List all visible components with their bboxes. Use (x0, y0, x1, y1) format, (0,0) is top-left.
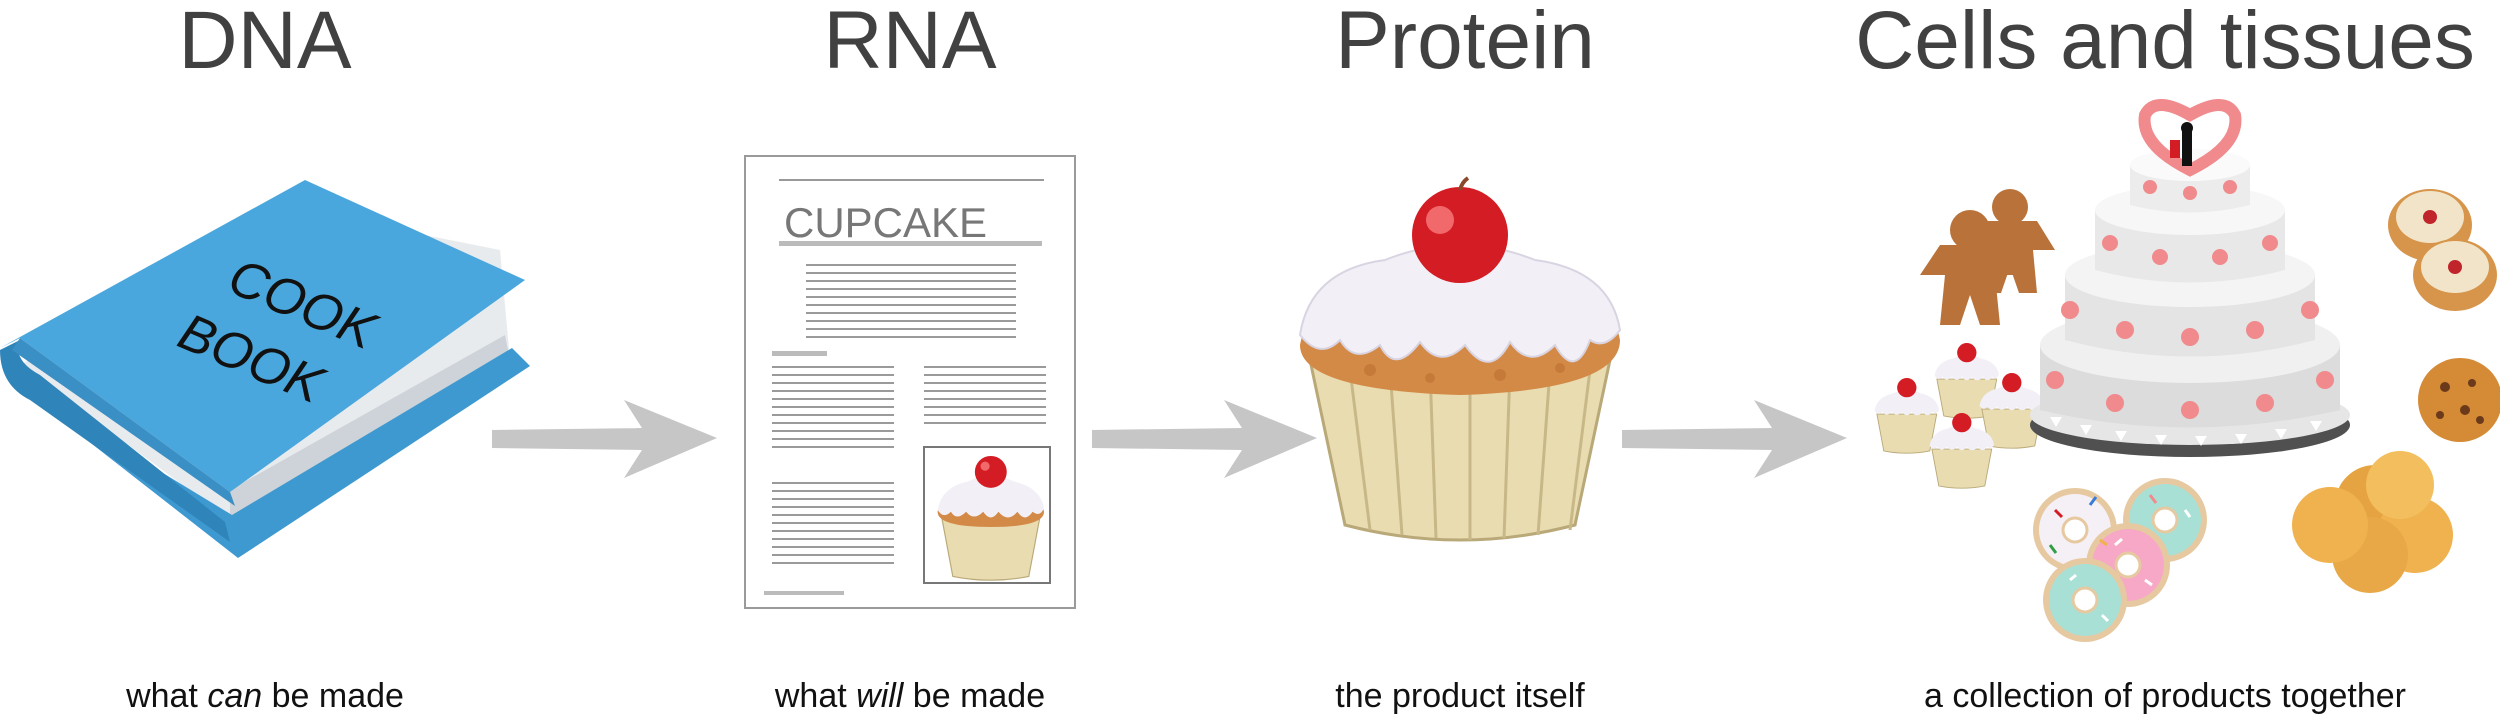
caption-dna-pre: what (126, 677, 208, 715)
caption-cells-tissues-text: a collection of products together (1924, 677, 2406, 715)
stage-title-protein: Protein (1335, 0, 1595, 86)
cook-book-icon: COOK BOOK (0, 180, 530, 558)
caption-protein-text: the product itself (1335, 677, 1585, 715)
caption-dna: what can be made (60, 676, 470, 716)
caption-rna-post: be made (903, 677, 1046, 715)
caption-rna-em: will (856, 677, 904, 715)
caption-rna-pre: what (774, 677, 857, 715)
stage-title-rna: RNA (823, 0, 997, 86)
arrow-right-icon (1622, 400, 1847, 478)
small-cupcakes-icon (1874, 342, 2044, 489)
arrow-right-icon (1092, 400, 1317, 478)
stage-title-dna: DNA (178, 0, 352, 86)
stage-title-cells-tissues: Cells and tissues (1855, 0, 2475, 86)
recipe-sheet-icon: CUPCAKE (744, 155, 1076, 609)
cookie-icon (2418, 358, 2500, 442)
caption-protein: the product itself (1260, 676, 1660, 716)
caption-dna-post: be made (262, 677, 404, 715)
recipe-heading: CUPCAKE (784, 199, 987, 246)
sprinkle-donuts-icon (2292, 451, 2453, 593)
gingerbread-icon (1920, 189, 2055, 325)
arrow-right-icon (492, 400, 717, 478)
jam-donuts-icon (2388, 189, 2497, 311)
caption-cells-tissues: a collection of products together (1840, 676, 2490, 716)
wedding-cake-icon (2030, 99, 2350, 457)
caption-rna: what will be made (700, 676, 1120, 716)
cupcake-icon (1298, 176, 1622, 542)
bakery-collection-icon (1874, 99, 2500, 642)
caption-dna-em: can (207, 677, 263, 715)
